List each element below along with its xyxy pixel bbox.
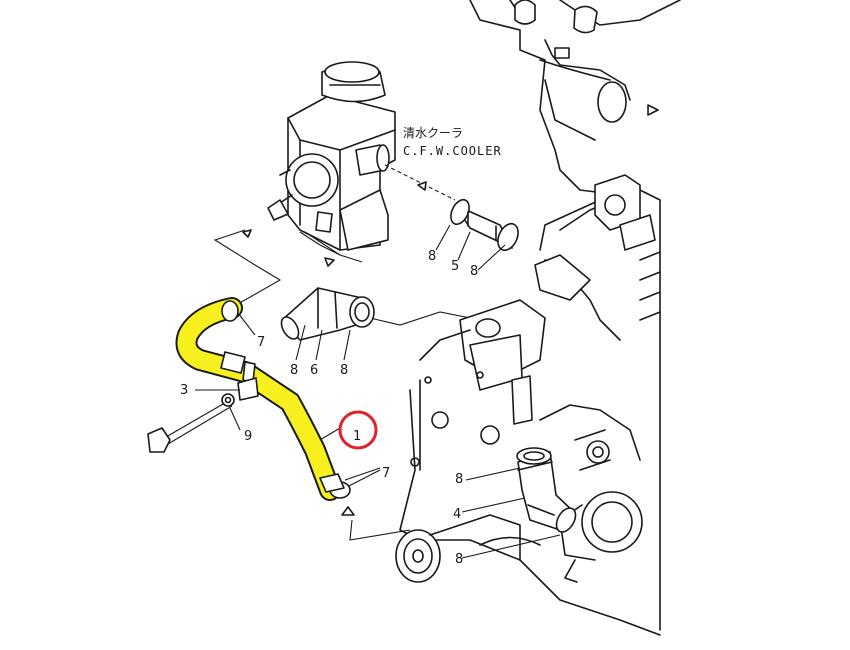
hose-6 xyxy=(280,287,375,341)
callout-4: 4 xyxy=(453,507,461,522)
callouts: 1 3 4 5 6 7 7 8 8 8 8 8 8 9 xyxy=(180,249,478,567)
callout-8-engine-lower: 8 xyxy=(455,552,463,567)
highlight-circle xyxy=(338,410,378,450)
callout-1: 1 xyxy=(353,429,361,444)
hose-5 xyxy=(450,198,519,252)
cooler-label-en: C.F.W.COOLER xyxy=(403,144,502,158)
upper-housing xyxy=(469,0,681,196)
callout-7-lower: 7 xyxy=(382,466,390,481)
callout-8-engine-upper: 8 xyxy=(455,472,463,487)
leader-lines xyxy=(195,224,561,559)
callout-9: 9 xyxy=(244,429,252,444)
callout-8-mid-left: 8 xyxy=(290,363,298,378)
callout-3: 3 xyxy=(180,383,188,398)
callout-7-upper: 7 xyxy=(257,335,265,350)
connector-lines xyxy=(213,164,471,541)
callout-6: 6 xyxy=(310,363,318,378)
hose-highlight xyxy=(177,299,339,499)
callout-8-cooler-left: 8 xyxy=(428,249,436,264)
bracket-3 xyxy=(237,377,259,401)
callout-5: 5 xyxy=(451,259,459,274)
callout-8-mid-right: 8 xyxy=(340,363,348,378)
callout-8-cooler-right: 8 xyxy=(470,264,478,279)
hose-4 xyxy=(516,447,577,533)
fresh-water-cooler xyxy=(267,61,396,251)
hose-1-highlighted xyxy=(175,297,351,501)
bolt-and-washer xyxy=(147,393,235,453)
engine-block xyxy=(395,174,661,636)
cooler-label-jp: 清水クーラ xyxy=(403,126,463,140)
